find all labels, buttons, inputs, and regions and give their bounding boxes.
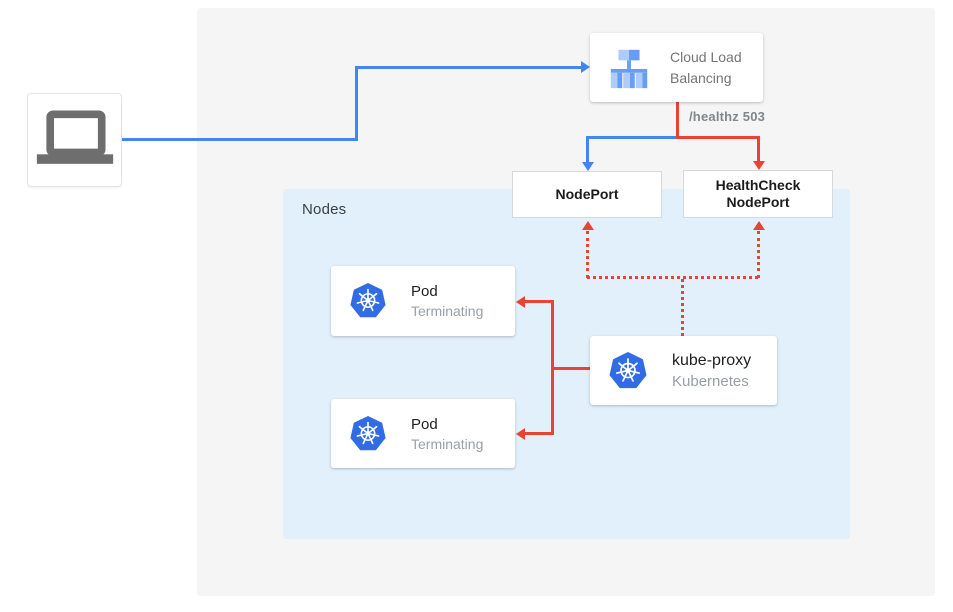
kube-proxy-node: kube-proxy Kubernetes <box>590 336 777 405</box>
edge-kubeproxy-healthcheck-arrowhead <box>753 221 765 230</box>
edge-kubeproxy-pod1-arrowhead <box>516 296 525 308</box>
edge-kubeproxy-nodeport-arrowhead <box>582 221 594 230</box>
edge-client-clb-segment <box>355 66 581 69</box>
client-node <box>27 93 122 187</box>
kubernetes-icon <box>349 415 387 453</box>
edge-kubeproxy-nodeport-dotted-segment <box>586 231 589 278</box>
healthz-status-label: /healthz 503 <box>689 109 766 124</box>
pod-title: Pod <box>411 283 438 300</box>
nodes-label: Nodes <box>302 201 347 218</box>
edge-clb-nodeport-segment <box>586 136 589 164</box>
edge-kubeproxy-pods-segment <box>551 367 591 370</box>
edge-clb-healthcheck-segment <box>676 136 760 139</box>
nodeport-label: NodePort <box>555 186 619 202</box>
edge-clb-nodeport-arrowhead <box>582 162 594 171</box>
edge-kubeproxy-pod2-segment <box>525 432 553 435</box>
pod-status: Terminating <box>411 303 484 319</box>
edge-kubeproxy-ports-dotted-segment <box>681 279 684 336</box>
laptop-icon <box>31 99 119 181</box>
kubernetes-icon <box>608 351 648 391</box>
nodeport-node: NodePort <box>512 171 662 218</box>
cloud-load-balancing-label: Cloud Load Balancing <box>670 48 742 86</box>
edge-kubeproxy-healthcheck-dotted-segment <box>757 231 760 278</box>
kube-proxy-title: kube-proxy <box>672 351 752 369</box>
pod-title: Pod <box>411 415 438 433</box>
edge-clb-healthcheck-segment <box>757 136 760 162</box>
load-balancer-icon <box>606 43 652 93</box>
edge-kubeproxy-pods-segment <box>551 300 554 435</box>
cloud-load-balancing-node: Cloud Load Balancing <box>590 33 763 102</box>
edge-kubeproxy-pod2-arrowhead <box>516 428 525 440</box>
edge-clb-healthcheck-arrowhead <box>753 161 765 170</box>
pod-status: Terminating <box>411 435 484 452</box>
pod-node-1: Pod Terminating <box>331 266 515 336</box>
edge-clb-healthcheck-segment <box>676 102 679 139</box>
pod-node-2: Pod Terminating <box>331 399 515 468</box>
healthcheck-nodeport-node: HealthCheck NodePort <box>683 170 833 218</box>
edge-client-clb-segment <box>355 66 358 141</box>
edge-kubeproxy-ports-dotted-segment <box>587 276 758 279</box>
healthcheck-nodeport-label: HealthCheck NodePort <box>715 177 801 210</box>
edge-kubeproxy-pod1-segment <box>525 300 553 303</box>
edge-client-clb-segment <box>122 138 358 141</box>
kube-proxy-subtitle: Kubernetes <box>672 372 749 390</box>
kubernetes-icon <box>349 282 387 320</box>
edge-client-clb-arrowhead <box>581 61 590 73</box>
edge-clb-nodeport-segment <box>587 136 678 139</box>
